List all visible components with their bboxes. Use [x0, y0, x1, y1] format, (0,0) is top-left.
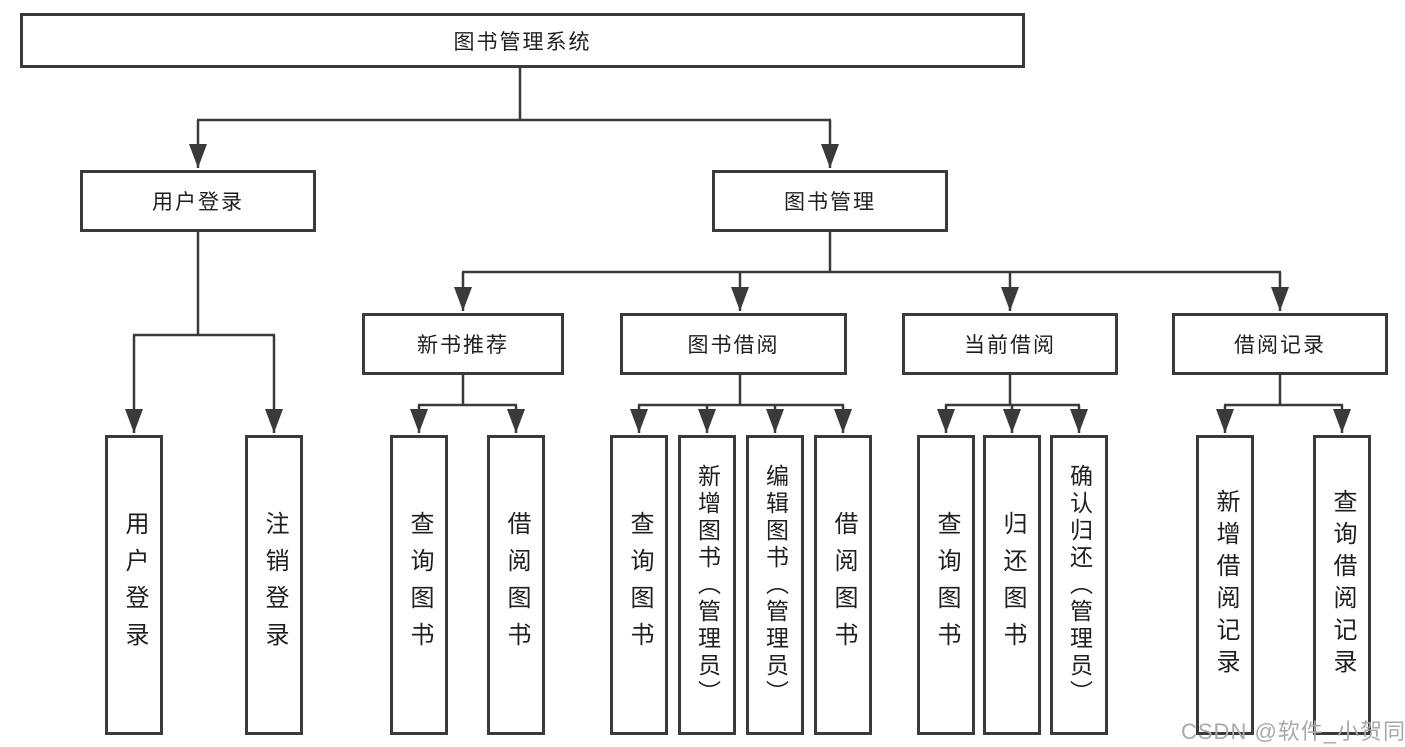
node-label: 新增图书（管理员） — [694, 463, 721, 707]
watermark: CSDN @软件_小贺同学 — [1181, 719, 1405, 744]
node-book-management: 图书管理 — [712, 170, 948, 232]
node-label: 新书推荐 — [417, 334, 509, 357]
node-label: 查询图书 — [406, 511, 433, 659]
leaf-user-login: 用户登录 — [105, 435, 163, 735]
node-label: 图书管理系统 — [453, 30, 592, 54]
leaf-query-borrow-record: 查询借阅记录 — [1313, 435, 1371, 735]
node-label: 确认归还（管理员） — [1066, 463, 1093, 707]
node-user-login: 用户登录 — [80, 170, 316, 232]
node-new-book-recommendation: 新书推荐 — [362, 313, 564, 375]
leaf-edit-books-admin: 编辑图书（管理员） — [746, 435, 804, 735]
node-label: 借阅图书 — [503, 511, 530, 659]
node-book-borrowing: 图书借阅 — [620, 313, 847, 375]
node-label: 图书借阅 — [687, 334, 780, 357]
leaf-borrow-books-borrow: 借阅图书 — [814, 435, 872, 735]
node-current-borrowing: 当前借阅 — [902, 313, 1118, 375]
node-label: 借阅记录 — [1234, 334, 1326, 357]
node-label: 查询借阅记录 — [1329, 489, 1356, 681]
leaf-confirm-return-admin: 确认归还（管理员） — [1050, 435, 1108, 735]
leaf-add-borrow-record: 新增借阅记录 — [1196, 435, 1254, 735]
node-label: 图书管理 — [784, 191, 876, 214]
node-label: 查询图书 — [626, 511, 653, 659]
leaf-query-books-current: 查询图书 — [917, 435, 975, 735]
node-label: 归还图书 — [999, 511, 1026, 659]
leaf-borrow-books-newbook: 借阅图书 — [487, 435, 545, 735]
node-label: 借阅图书 — [830, 511, 857, 659]
node-label: 注销登录 — [261, 511, 288, 659]
node-label: 用户登录 — [121, 511, 148, 659]
leaf-return-books: 归还图书 — [983, 435, 1041, 735]
leaf-add-books-admin: 新增图书（管理员） — [678, 435, 736, 735]
node-borrowing-records: 借阅记录 — [1172, 313, 1388, 375]
node-root: 图书管理系统 — [20, 13, 1025, 68]
leaf-query-books-newbook: 查询图书 — [390, 435, 448, 735]
leaf-logout-login: 注销登录 — [245, 435, 303, 735]
node-label: 编辑图书（管理员） — [762, 463, 789, 707]
leaf-query-books-borrow: 查询图书 — [610, 435, 668, 735]
node-label: 新增借阅记录 — [1212, 489, 1239, 681]
node-label: 查询图书 — [933, 511, 960, 659]
node-label: 用户登录 — [152, 191, 244, 214]
node-label: 当前借阅 — [964, 334, 1056, 357]
